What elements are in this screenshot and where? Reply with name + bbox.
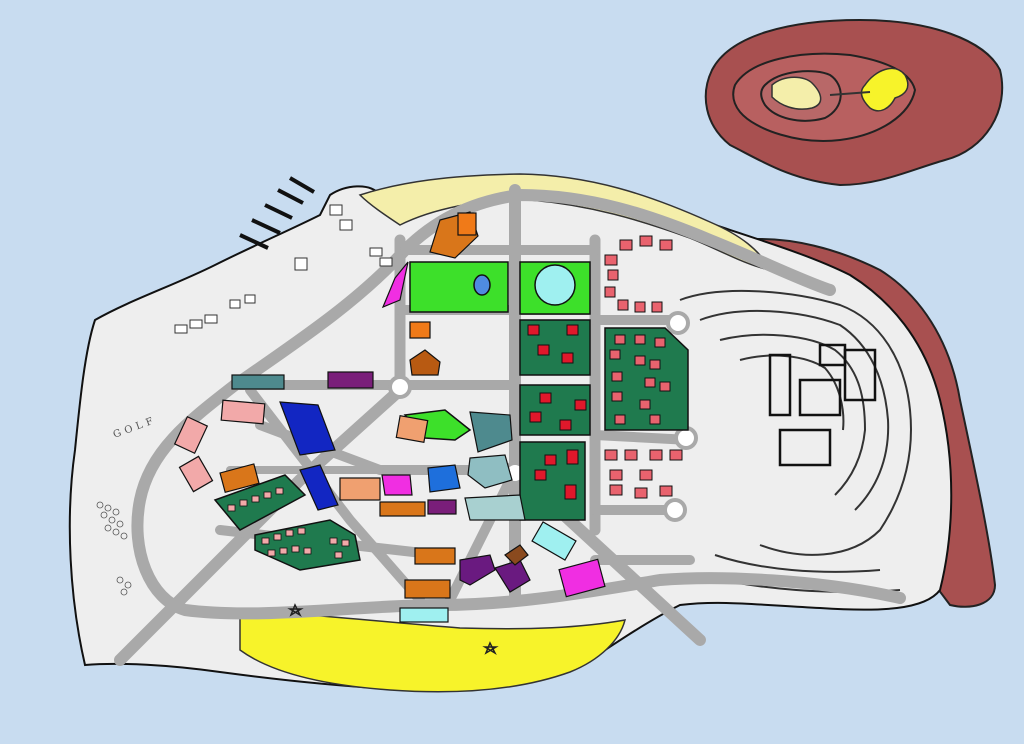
- north-dune: [358, 173, 772, 272]
- simple-residences: [173, 399, 266, 493]
- medium-houses: [604, 235, 683, 499]
- beach-umbrellas: [287, 603, 499, 655]
- small-island-path: [829, 91, 871, 96]
- small-island-beach: [860, 67, 909, 112]
- vr-halls: [381, 261, 606, 598]
- police: [279, 401, 461, 511]
- trees: [96, 501, 132, 596]
- south-beach: [239, 611, 627, 693]
- castle: [768, 343, 877, 467]
- rich-houses: [527, 324, 587, 500]
- roads: [114, 184, 906, 666]
- small-pink-houses: [227, 487, 350, 559]
- small-island-dune: [771, 76, 822, 110]
- small-island: [704, 18, 1004, 187]
- misc-buildings: [174, 204, 393, 334]
- bars-restaurants: [219, 211, 479, 623]
- pier: [239, 176, 316, 250]
- banks-casinos-stores: [231, 371, 577, 593]
